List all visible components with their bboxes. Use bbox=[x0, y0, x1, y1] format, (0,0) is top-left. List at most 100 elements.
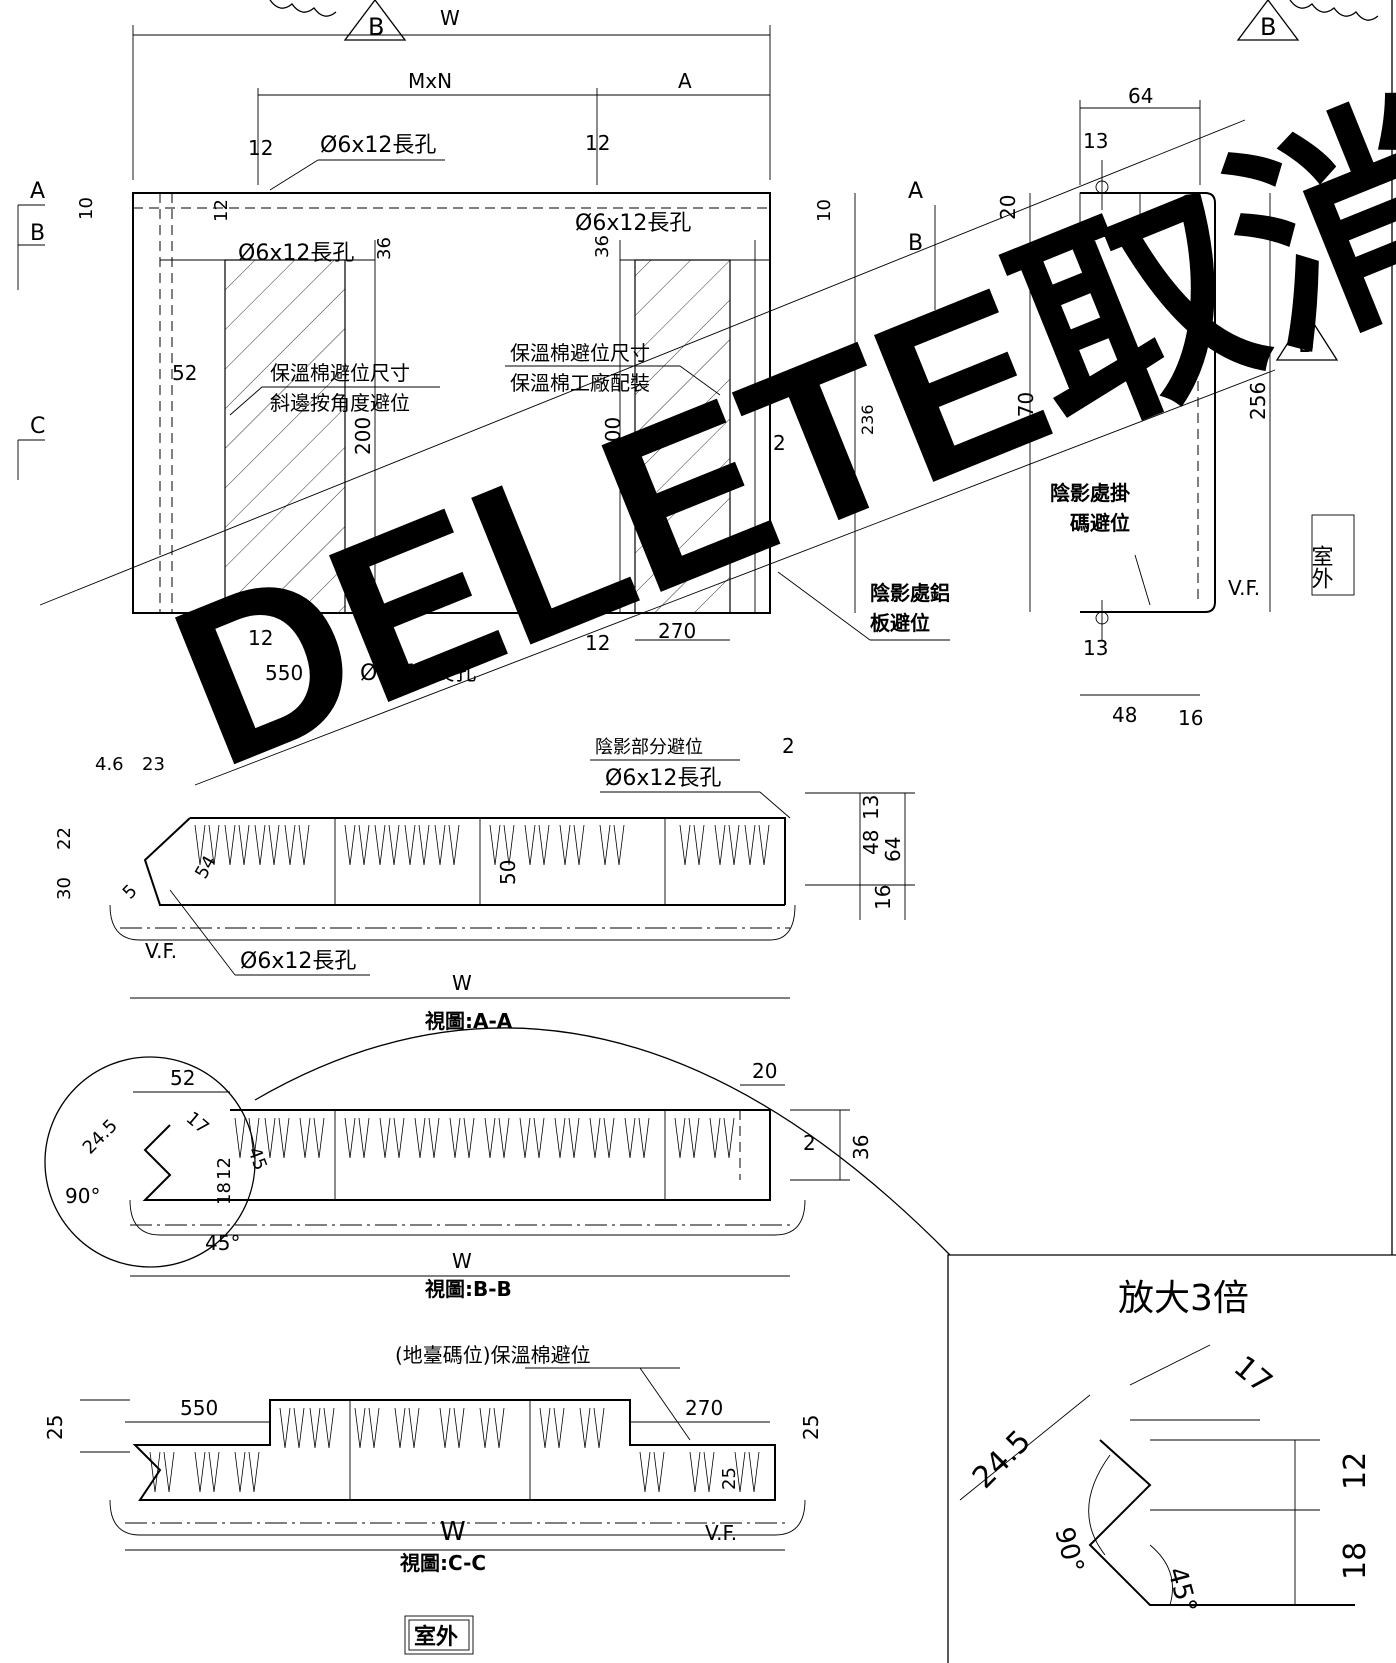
detail-angle-45: 45° bbox=[1161, 1564, 1202, 1616]
section-b-marker: B bbox=[30, 221, 45, 246]
note-bevel: 斜邊按角度避位 bbox=[270, 391, 410, 415]
aa-note-shadow-part: 陰影部分避位 bbox=[595, 737, 703, 758]
insulation-block-left bbox=[224, 259, 346, 614]
cc-insulation bbox=[149, 1407, 760, 1493]
note-avoid-size-right: 保溫棉避位尺寸 bbox=[510, 341, 650, 365]
aa-dim-23: 23 bbox=[142, 754, 165, 775]
detail-dim-24-5: 24.5 bbox=[966, 1424, 1038, 1496]
dim-12-a: 12 bbox=[248, 136, 273, 160]
section-aa: 4.6 23 22 30 5 54 50 陰影部分避位 2 Ø6x12長孔 13 bbox=[54, 734, 915, 1033]
note-factory: 保溫棉工廠配裝 bbox=[510, 371, 650, 395]
dim-10-left: 10 bbox=[76, 197, 97, 220]
note-hang-2: 碼避位 bbox=[1070, 511, 1130, 535]
side-dim-16: 16 bbox=[1178, 706, 1203, 730]
side-dim-13-top: 13 bbox=[1083, 129, 1108, 153]
dim-12-bottom-a: 12 bbox=[248, 626, 273, 650]
bb-title: 視圖:B-B bbox=[424, 1277, 512, 1301]
aa-slot-note-2: Ø6x12長孔 bbox=[240, 949, 356, 974]
section-marker-b-topright bbox=[1236, 0, 1300, 41]
detail-frame bbox=[947, 1254, 1396, 1663]
bb-dim-52: 52 bbox=[170, 1066, 195, 1090]
cc-dim-w: W bbox=[440, 1517, 466, 1547]
cc-dim-25-left: 25 bbox=[43, 1415, 67, 1440]
side-channel-profile bbox=[1080, 192, 1216, 613]
side-view: 64 13 20 270 256 陰影處掛 碼避位 V.F. 室外 B 13 4… bbox=[996, 84, 1355, 730]
side-dim-270: 270 bbox=[1014, 392, 1038, 430]
aa-dim-30: 30 bbox=[54, 877, 75, 900]
detail-angle-90: 90° bbox=[1048, 1524, 1089, 1576]
dim-w-label: W bbox=[440, 6, 460, 30]
insulation-block-right bbox=[634, 259, 731, 614]
aa-dim-2: 2 bbox=[782, 734, 795, 758]
section-marker-b-top bbox=[343, 0, 407, 41]
section-b-marker-right: B bbox=[908, 231, 923, 256]
slot-note-4: Ø6x12長孔 bbox=[360, 661, 476, 686]
dim-200-left: 200 bbox=[351, 417, 375, 455]
cc-outdoor: 室外 bbox=[414, 1624, 458, 1650]
outdoor-box-bottom bbox=[404, 1615, 474, 1655]
dim-200-right: 200 bbox=[601, 417, 625, 455]
side-dim-20: 20 bbox=[996, 195, 1020, 220]
aa-dim-48: 48 bbox=[859, 830, 883, 855]
aa-dim-54: 54 bbox=[191, 852, 221, 882]
dim-12-b: 12 bbox=[585, 131, 610, 155]
cc-panel-outline bbox=[132, 1399, 776, 1501]
detail-bend-profile bbox=[1088, 1439, 1355, 1606]
slot-note-1: Ø6x12長孔 bbox=[320, 133, 436, 158]
detail-dim-18: 18 bbox=[1338, 1542, 1373, 1580]
dim-10-right: 10 bbox=[814, 199, 835, 222]
bb-panel-outline bbox=[142, 1109, 771, 1201]
dim-36-b: 36 bbox=[592, 235, 613, 258]
section-cc: (地臺碼位)保溫棉避位 25 550 270 25 25 W V.F. 視圖:C… bbox=[43, 1343, 823, 1655]
dim-270: 270 bbox=[658, 619, 696, 643]
aa-dim-4-6: 4.6 bbox=[95, 754, 124, 775]
section-a-marker-right: A bbox=[908, 179, 923, 204]
aa-panel-outline bbox=[143, 817, 786, 906]
cc-dim-550: 550 bbox=[180, 1396, 218, 1420]
side-dim-13-bottom: 13 bbox=[1083, 636, 1108, 660]
marker-b-label-2: B bbox=[1260, 13, 1276, 41]
dim-550: 550 bbox=[265, 661, 303, 685]
aa-dim-22: 22 bbox=[54, 827, 75, 850]
bb-angle-90: 90° bbox=[65, 1184, 100, 1208]
note-shadow-al-2: 板避位 bbox=[870, 611, 930, 635]
cc-vf: V.F. bbox=[705, 1521, 737, 1545]
cc-dim-270: 270 bbox=[685, 1396, 723, 1420]
note-avoid-size: 保溫棉避位尺寸 bbox=[270, 361, 410, 385]
detail-dim-12: 12 bbox=[1338, 1452, 1373, 1490]
bb-dim-20: 20 bbox=[752, 1059, 777, 1083]
aa-insulation bbox=[194, 824, 770, 866]
note-shadow-al-1: 陰影處鋁 bbox=[870, 581, 950, 605]
detail-enlarged: 放大3倍 17 24.5 90° 45° 12 18 bbox=[947, 1254, 1396, 1663]
aa-dim-16: 16 bbox=[871, 885, 895, 910]
slot-note-3: Ø6x12長孔 bbox=[575, 211, 691, 236]
detail-title: 放大3倍 bbox=[1118, 1278, 1249, 1319]
bb-dim-36: 36 bbox=[849, 1135, 873, 1160]
side-dim-64: 64 bbox=[1128, 84, 1153, 108]
side-vf: V.F. bbox=[1228, 576, 1260, 600]
aa-dim-13: 13 bbox=[859, 795, 883, 820]
side-dim-48: 48 bbox=[1112, 703, 1137, 727]
marker-b-side-label: B bbox=[1298, 330, 1314, 358]
dim-12-bottom-b: 12 bbox=[585, 631, 610, 655]
dim-mxn-label: MxN bbox=[408, 69, 452, 93]
bb-dim-2: 2 bbox=[803, 1131, 816, 1155]
side-dim-256: 256 bbox=[1246, 382, 1270, 420]
bb-insulation bbox=[234, 1117, 735, 1159]
bb-detail-circle bbox=[44, 1056, 256, 1268]
revision-cloud bbox=[269, 0, 337, 17]
section-marker-b-side bbox=[1275, 311, 1339, 361]
section-a-marker: A bbox=[30, 179, 45, 204]
dim-a-label: A bbox=[678, 69, 692, 93]
dim-236: 236 bbox=[858, 404, 877, 435]
marker-b-label: B bbox=[368, 13, 384, 41]
section-c-marker: C bbox=[30, 414, 45, 439]
note-hang-1: 陰影處掛 bbox=[1050, 481, 1130, 505]
cc-title: 視圖:C-C bbox=[399, 1551, 486, 1575]
dim-36-a: 36 bbox=[374, 237, 395, 260]
bb-dim-w: W bbox=[452, 1249, 472, 1273]
detail-dim-17: 17 bbox=[1227, 1349, 1279, 1400]
plan-view: B B W MxN A 12 12 Ø6x12長孔 10 bbox=[17, 0, 1379, 686]
bb-dim-45: 45 bbox=[243, 1145, 271, 1174]
